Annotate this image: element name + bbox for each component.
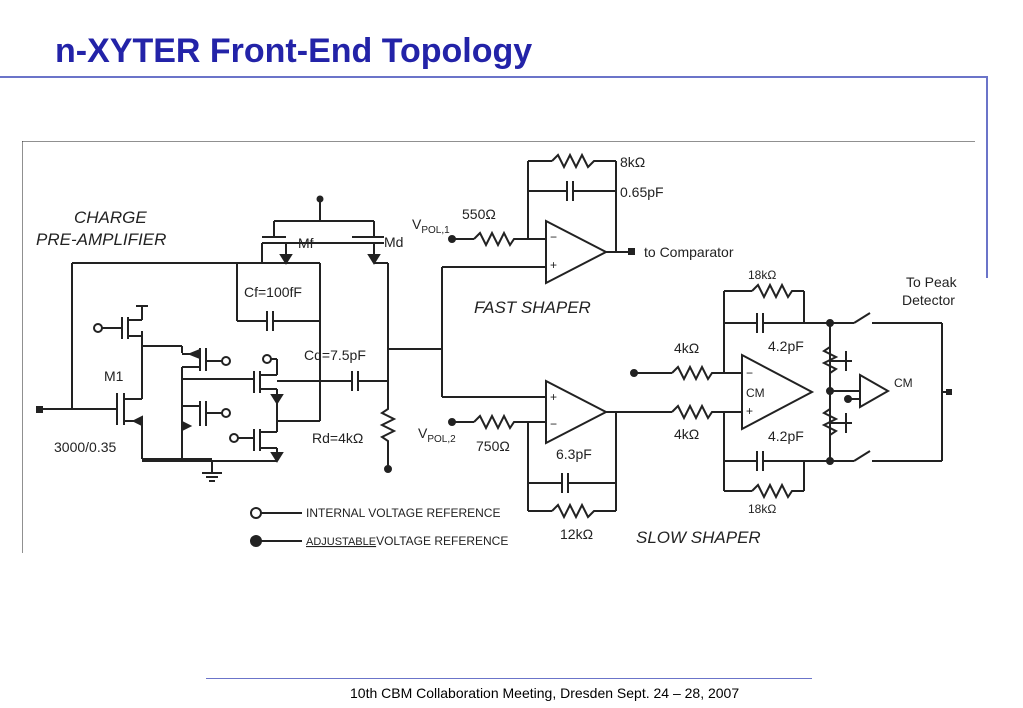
bias-transistor-mid [181,346,231,461]
vpol2-label: VPOL,2 [418,425,456,445]
cm-minus-sign: − [746,366,753,380]
slide-title: n-XYTER Front-End Topology [55,32,533,70]
m1-size-label: 3000/0.35 [54,439,116,455]
internal-reference-icon [250,507,262,519]
footer-rule [206,678,812,679]
bias-transistor-right-top [253,354,284,419]
footer-text: 10th CBM Collaboration Meeting, Dresden … [350,685,740,701]
slow-shaper-label: SLOW SHAPER [636,528,761,547]
charge-label-line2: PRE-AMPLIFIER [36,230,166,249]
cm-plus-sign: + [746,404,753,418]
charge-preamplifier [36,195,442,482]
peak-detector-line2: Detector [902,292,955,308]
r18k-bottom-label: 18kΩ [748,502,776,516]
slow-shaper-cm-stage [630,282,952,500]
c42-top-label: 4.2pF [768,338,804,354]
mf-md-transistors [261,195,384,265]
fast-shaper [448,152,635,285]
cm-buffer-label: CM [894,376,913,390]
r4k-bottom-label: 4kΩ [674,426,699,442]
r550-label: 550Ω [462,206,496,222]
fast-plus-sign: + [550,258,557,272]
m1-transistor [116,331,143,459]
slow-shaper-stage1 [448,379,672,520]
peak-detector-line1: To Peak [906,274,958,290]
legend-adjustable-label: ADJUSTABLEVOLTAGE REFERENCE [306,534,508,548]
r750-label: 750Ω [476,438,510,454]
bias-transistor-low [181,401,231,432]
charge-label-line1: CHARGE [74,208,147,227]
c42-bottom-label: 4.2pF [768,428,804,444]
input-terminal [36,406,43,413]
schematic-svg: CHARGE PRE-AMPLIFIER FAST SHAPER SLOW SH… [21,140,975,553]
c065-label: 0.65pF [620,184,664,200]
to-comparator-label: to Comparator [644,244,734,260]
adjustable-reference-icon [250,535,262,547]
r18k-top-label: 18kΩ [748,268,776,282]
r12k-label: 12kΩ [560,526,593,542]
fast-shaper-label: FAST SHAPER [474,298,591,317]
title-rule [0,76,988,78]
cm-sense-network [821,341,891,441]
c63-label: 6.3pF [556,446,592,462]
r4k-top-label: 4kΩ [674,340,699,356]
vpol1-label: VPOL,1 [412,216,450,236]
m1-label: M1 [104,368,124,384]
rd-bottom-node [384,465,392,473]
fast-minus-sign: − [550,230,557,244]
right-rule [986,76,988,278]
cf-label: Cf=100fF [244,284,302,300]
cd-label: Cd=7.5pF [304,347,366,363]
rd-label: Rd=4kΩ [312,430,363,446]
md-label: Md [384,234,403,250]
schematic-diagram: CHARGE PRE-AMPLIFIER FAST SHAPER SLOW SH… [21,140,975,553]
legend-internal-label: INTERNAL VOLTAGE REFERENCE [306,506,500,520]
slow-plus-sign: + [550,390,557,404]
mf-label: Mf [298,235,314,251]
bias-transistor-top [93,305,148,346]
r8k-label: 8kΩ [620,154,645,170]
cm-opamp-label: CM [746,386,765,400]
rd-resistor [379,403,397,469]
ground-symbol [202,461,222,482]
legend-icons [250,507,302,547]
bias-transistor-right-low [229,419,284,463]
slow-minus-sign: − [550,417,557,431]
